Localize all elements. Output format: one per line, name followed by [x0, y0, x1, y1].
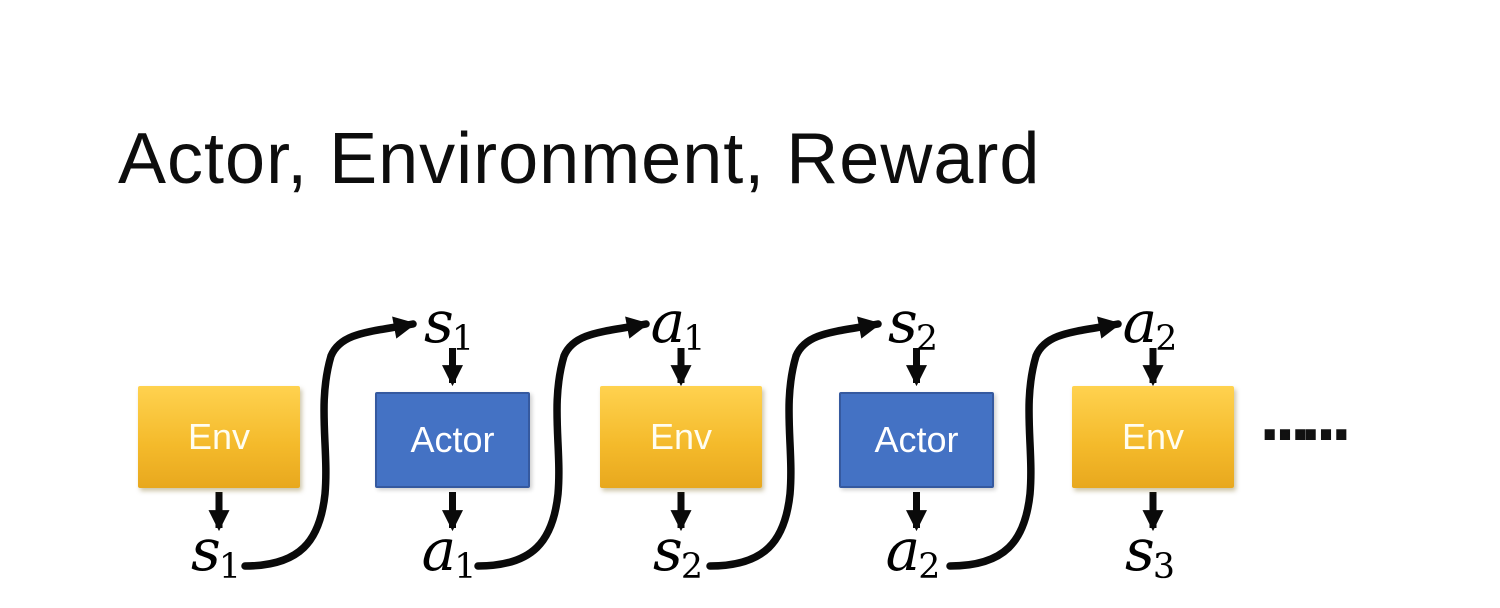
env-box-2: Env	[600, 386, 762, 488]
connector-s1	[241, 316, 417, 570]
actor-box-2-label: Actor	[874, 419, 959, 460]
env-box-3-label: Env	[1121, 416, 1185, 457]
label-top-s2: s2	[888, 288, 938, 359]
label-bottom-a1: a1	[421, 516, 477, 587]
flow-connectors	[241, 316, 1122, 570]
actor-box-2: Actor	[839, 392, 994, 488]
actor-box-1: Actor	[375, 392, 530, 488]
env-box-2-label: Env	[649, 416, 713, 457]
label-top-s1: s1	[424, 288, 474, 359]
env-box-1-label: Env	[187, 416, 251, 457]
page-title: Actor, Environment, Reward	[118, 119, 1041, 199]
env-box-3: Env	[1072, 386, 1234, 488]
connector-a1	[474, 316, 650, 570]
top-down-arrows	[442, 348, 1164, 387]
continuation-ellipsis: ……	[1261, 396, 1350, 450]
connector-s2	[706, 316, 882, 570]
label-bottom-s3: s3	[1125, 516, 1175, 587]
label-bottom-s2: s2	[653, 516, 703, 587]
label-top-a1: a1	[650, 288, 706, 359]
connector-a2	[946, 316, 1122, 570]
env-box-1: Env	[138, 386, 300, 488]
bottom-down-arrows	[208, 492, 1164, 532]
actor-box-1-label: Actor	[410, 419, 495, 460]
label-bottom-s1: s1	[191, 516, 241, 587]
label-bottom-a2: a2	[885, 516, 941, 587]
label-top-a2: a2	[1122, 288, 1178, 359]
